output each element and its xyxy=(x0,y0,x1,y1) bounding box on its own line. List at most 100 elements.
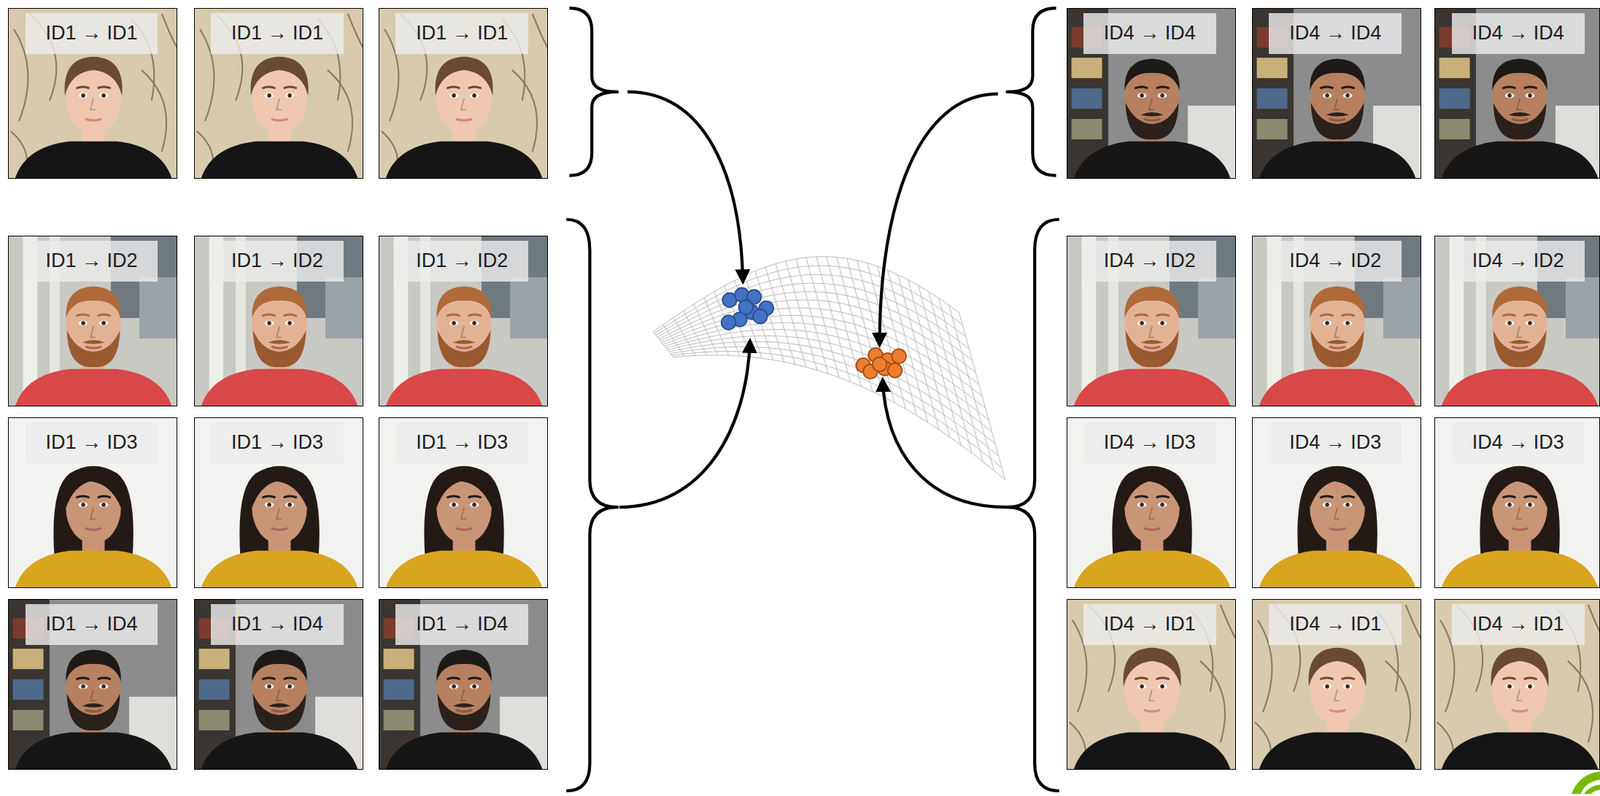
tile-label: ID1 → ID4 xyxy=(45,612,138,636)
pupil xyxy=(1139,684,1145,689)
curly-bracket xyxy=(1006,219,1059,791)
embedding-dot xyxy=(739,299,754,315)
photo-tile: ID1 → ID3 xyxy=(194,417,364,589)
grid-line xyxy=(959,312,1006,481)
grid-line xyxy=(670,346,999,456)
shirt xyxy=(1441,369,1599,407)
pupil xyxy=(101,684,106,689)
mustache xyxy=(453,703,476,708)
pupil xyxy=(1508,93,1513,98)
leaf-pattern xyxy=(1588,604,1600,641)
eye xyxy=(449,320,459,326)
nose xyxy=(1148,98,1154,110)
mustache xyxy=(267,339,291,345)
pupil xyxy=(287,93,292,98)
mouth xyxy=(271,528,288,530)
eyebrow xyxy=(468,677,482,680)
grid-line xyxy=(673,355,1006,481)
photo-tile: ID1 → ID4 xyxy=(378,598,548,770)
eye xyxy=(1525,320,1536,326)
books xyxy=(1257,57,1288,79)
nose xyxy=(276,689,282,701)
eye xyxy=(78,320,89,326)
eye xyxy=(1136,93,1147,99)
tile-label-patch: ID4 → ID1 xyxy=(1268,604,1402,645)
eyebrow xyxy=(261,677,276,680)
mouth xyxy=(85,346,102,349)
photo-background xyxy=(1067,8,1236,179)
pupil xyxy=(1508,684,1513,689)
pupil xyxy=(1528,684,1533,689)
photo-background xyxy=(1252,8,1422,179)
eye xyxy=(1505,93,1515,99)
eyebrow xyxy=(1524,677,1538,680)
hair xyxy=(65,469,122,508)
leaf-pattern xyxy=(1567,661,1593,743)
window xyxy=(1197,277,1236,339)
tile-label-patch: ID1 → ID2 xyxy=(25,240,159,282)
tile-label: ID1 → ID3 xyxy=(415,431,508,454)
beard xyxy=(1125,102,1179,140)
photo-tile: ID1 → ID2 xyxy=(194,235,364,407)
pupil xyxy=(1324,502,1330,508)
beard xyxy=(1311,102,1365,140)
tile-label-patch: ID1 → ID4 xyxy=(25,604,159,645)
embedding-clusters xyxy=(721,287,907,378)
photo-tile: ID4 → ID3 xyxy=(1434,417,1600,589)
pupil xyxy=(287,684,292,689)
eye xyxy=(449,683,459,689)
photo-background xyxy=(1435,418,1600,589)
eye xyxy=(449,93,459,99)
eyebrow xyxy=(283,314,297,316)
tile-label: ID4 → ID2 xyxy=(1472,249,1565,273)
photo-background xyxy=(194,8,364,179)
shirt xyxy=(1073,369,1231,407)
books xyxy=(198,709,230,731)
eye xyxy=(264,93,275,99)
eyebrow xyxy=(446,86,460,89)
mustache xyxy=(1140,112,1163,117)
eyebrow xyxy=(1319,314,1333,316)
eyebrow xyxy=(446,314,460,316)
leaf-pattern xyxy=(532,13,548,50)
curved-arrow xyxy=(879,94,999,346)
mustache xyxy=(453,339,476,345)
nose xyxy=(1516,507,1522,519)
mouth xyxy=(1511,118,1528,121)
eyebrow xyxy=(283,86,297,89)
books xyxy=(1071,88,1102,109)
eyebrow xyxy=(1134,314,1148,316)
shirt xyxy=(1258,732,1416,770)
eyebrow xyxy=(1155,677,1169,680)
books xyxy=(1071,57,1102,79)
books xyxy=(13,679,44,700)
shirt xyxy=(385,369,543,407)
eye xyxy=(264,683,275,689)
shirt xyxy=(200,369,358,407)
nose xyxy=(90,507,96,519)
eye xyxy=(99,501,109,508)
nose xyxy=(1516,98,1522,110)
photo-background xyxy=(8,236,178,407)
pupil xyxy=(1508,321,1513,326)
shirt xyxy=(1073,732,1231,770)
mustache xyxy=(267,703,291,708)
books xyxy=(1257,118,1288,140)
mustache xyxy=(1326,112,1350,117)
pupil xyxy=(1324,93,1330,98)
window xyxy=(1383,277,1422,339)
eye xyxy=(1157,93,1167,99)
eye xyxy=(78,501,89,508)
photo-background xyxy=(1252,236,1422,407)
photo-background xyxy=(194,599,364,770)
window xyxy=(1565,277,1600,339)
shirt xyxy=(15,369,173,407)
nose xyxy=(1334,98,1340,110)
photo-background xyxy=(1435,8,1600,179)
tile-label-patch: ID1 → ID2 xyxy=(210,240,344,282)
books xyxy=(13,648,44,670)
mouth xyxy=(271,709,288,712)
photo-background xyxy=(8,599,178,770)
eyebrow xyxy=(1155,314,1169,316)
